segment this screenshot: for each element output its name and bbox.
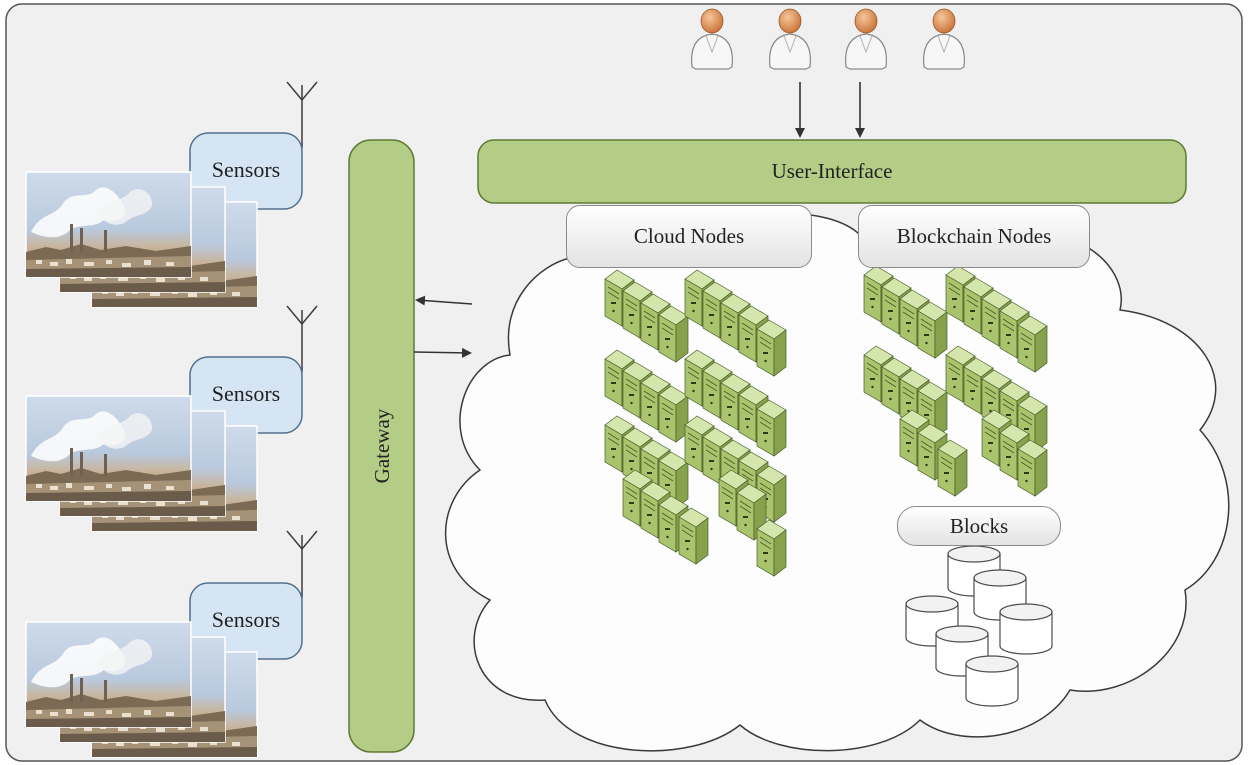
user-interface-label: User-Interface [771, 159, 893, 183]
sensor-group-2 [25, 305, 318, 532]
blockchain-nodes-label: Blockchain Nodes [858, 205, 1090, 268]
antenna-icon [286, 305, 318, 372]
blocks-label: Blocks [897, 506, 1061, 546]
sensors-label-1: Sensors [211, 157, 281, 182]
cloud-shape [444, 212, 1230, 752]
user-interface-bar [477, 139, 1187, 204]
sensor-group-3 [25, 530, 318, 758]
sensors-label-2: Sensors [211, 381, 281, 406]
gateway-label: Gateway [369, 408, 394, 484]
gateway-to-cloud-arrow [413, 347, 472, 358]
sensor-group-1 [25, 81, 318, 308]
sensors-label-3: Sensors [211, 607, 281, 632]
cloud-to-gateway-arrow [415, 295, 473, 306]
gateway-bar [348, 139, 415, 753]
antenna-icon [286, 530, 318, 598]
cloud-nodes-label: Cloud Nodes [566, 205, 812, 268]
antenna-icon [286, 81, 318, 148]
